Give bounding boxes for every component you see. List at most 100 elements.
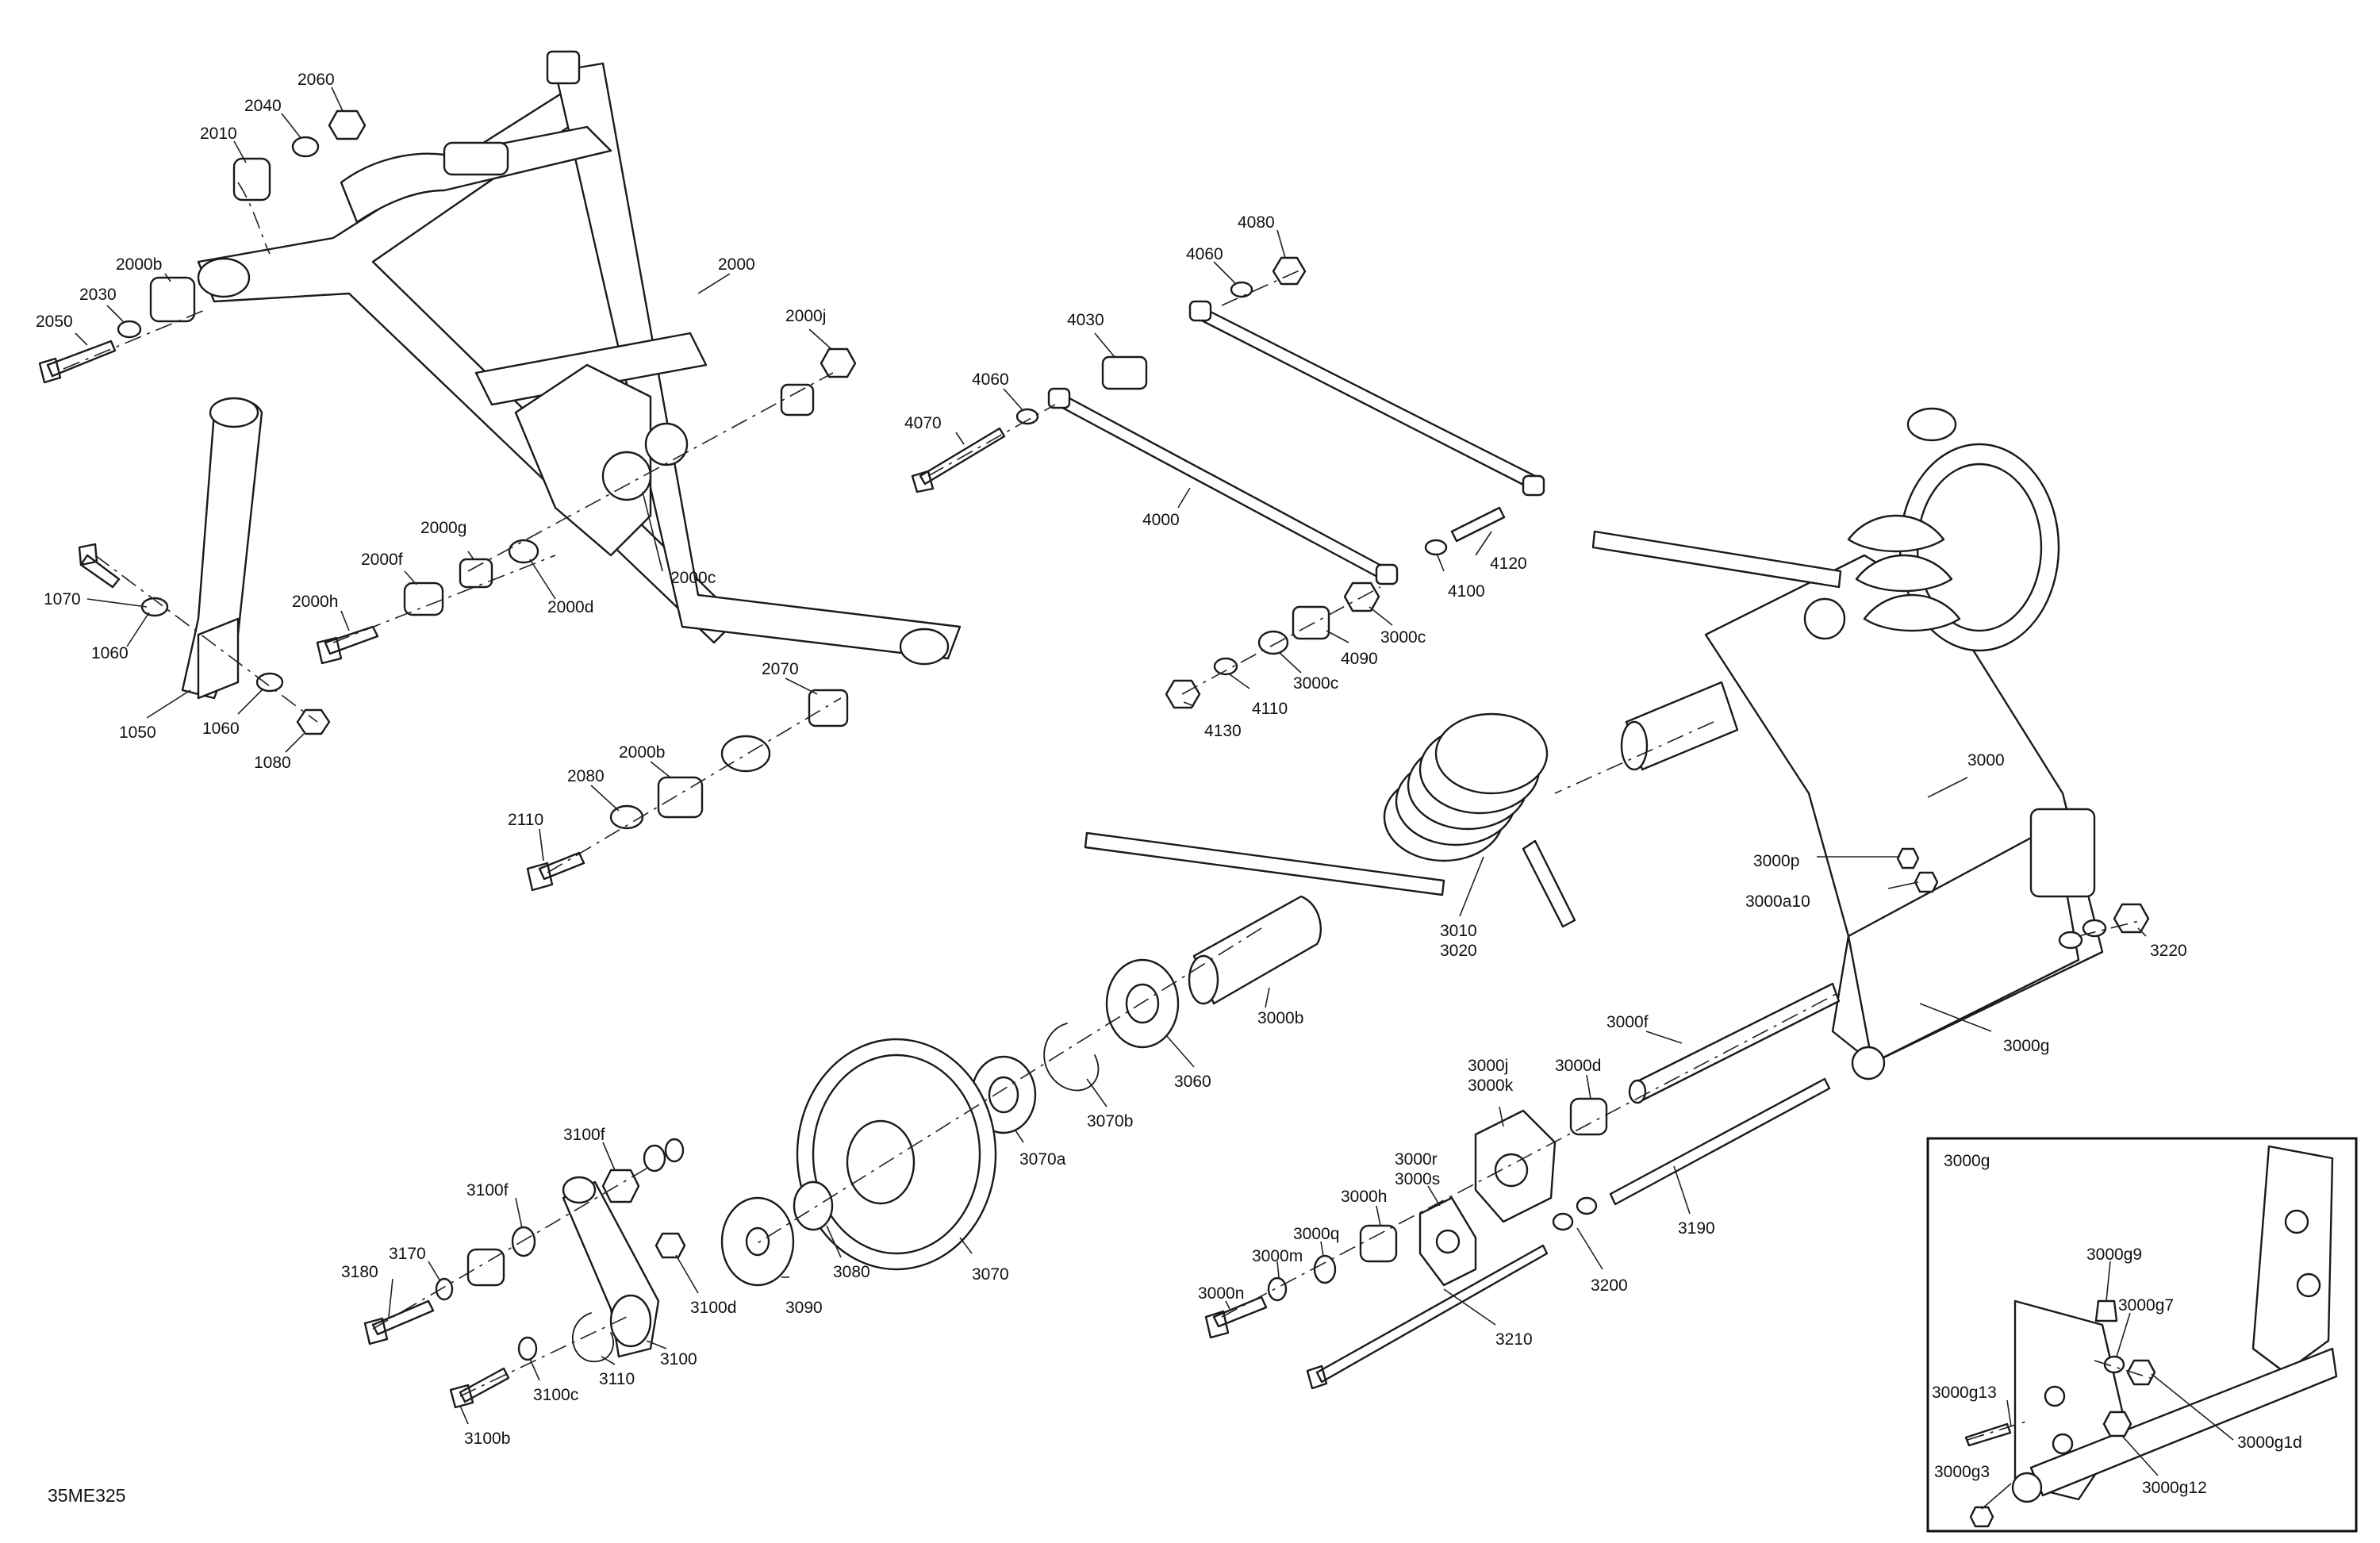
- callout-1050: 1050: [119, 724, 156, 742]
- washer-4060-a-icon: [1230, 281, 1253, 298]
- bolt-2000h-icon: [316, 625, 379, 665]
- washer-3000m-icon: [1267, 1276, 1288, 1302]
- spacer-4090-icon: [1292, 605, 1330, 640]
- callout-3070a: 3070a: [1019, 1150, 1066, 1169]
- bolt-4120-icon: [1450, 506, 1506, 543]
- grease-fitting-3000g9-icon: [2094, 1299, 2118, 1322]
- callout-1070: 1070: [44, 590, 81, 608]
- callout-2000d: 2000d: [547, 598, 593, 616]
- callout-1080: 1080: [254, 754, 291, 772]
- nut-3220-icon: [2113, 903, 2150, 934]
- callout-3200: 3200: [1591, 1276, 1628, 1295]
- washer-3200-b-icon: [1552, 1212, 1574, 1231]
- callout-3000d: 3000d: [1555, 1057, 1601, 1075]
- callout-3000r: 3000r: [1395, 1150, 1438, 1169]
- callout-2010: 2010: [200, 125, 237, 143]
- bushing-3000d-icon: [1569, 1097, 1608, 1136]
- callout-4030: 4030: [1067, 311, 1104, 329]
- callout-3000k: 3000k: [1468, 1077, 1514, 1095]
- bolt-3100b-icon: [449, 1367, 510, 1409]
- callout-2000h: 2000h: [292, 593, 338, 611]
- callout-3100: 3100: [660, 1350, 697, 1368]
- callout-3000f: 3000f: [1606, 1013, 1649, 1031]
- callout-3000c-b: 3000c: [1293, 674, 1338, 693]
- callout-3000g3: 3000g3: [1934, 1463, 1990, 1481]
- callout-2000c: 2000c: [670, 569, 716, 587]
- callout-3100b: 3100b: [464, 1430, 510, 1448]
- callout-3000g1d: 3000g1d: [2237, 1434, 2302, 1452]
- callout-1060-b: 1060: [202, 720, 240, 738]
- callout-2000j: 2000j: [785, 307, 826, 325]
- bushing-3000h-icon: [1359, 1224, 1398, 1263]
- washer-3100f-a3-icon: [664, 1138, 685, 1163]
- ring-3080-icon: [793, 1180, 834, 1231]
- bolt-4070-icon: [911, 427, 1006, 493]
- washer-4060-b-icon: [1015, 408, 1039, 425]
- washer-3220-a-icon: [2082, 919, 2107, 938]
- bushing-2000j-icon: [780, 383, 815, 416]
- nut-3100d-icon: [654, 1232, 686, 1259]
- callout-3100f-a: 3100f: [563, 1126, 605, 1144]
- spacer-4030-icon: [1101, 355, 1148, 390]
- bolt-2050-icon: [38, 340, 117, 384]
- callout-3000s: 3000s: [1395, 1170, 1440, 1188]
- callout-4130: 4130: [1204, 722, 1242, 740]
- swing-arm-assembly: [1554, 407, 2150, 1080]
- callout-2030: 2030: [79, 286, 117, 304]
- ring-3000q-icon: [1313, 1254, 1337, 1284]
- callout-3000b: 3000b: [1257, 1009, 1303, 1027]
- callout-2070: 2070: [762, 660, 799, 678]
- washer-3100f-b-icon: [511, 1226, 536, 1257]
- inset-title: 3000g: [1944, 1152, 1990, 1170]
- callout-4000: 4000: [1142, 511, 1180, 529]
- callout-2040: 2040: [244, 97, 282, 115]
- inset-3000g: [1926, 1137, 2358, 1533]
- callout-3000a10: 3000a10: [1745, 892, 1810, 911]
- callout-3100f-b: 3100f: [466, 1181, 509, 1199]
- callout-2000f: 2000f: [361, 551, 403, 569]
- nut-3000a10-icon: [1914, 871, 1939, 893]
- callout-labels: 2060 2040 2010 2000 2000b 2030 2050 2000…: [36, 71, 2302, 1506]
- callout-3020: 3020: [1440, 942, 1477, 960]
- washer-4100-icon: [1424, 539, 1448, 556]
- callout-2050: 2050: [36, 313, 73, 331]
- callout-3000h: 3000h: [1341, 1188, 1387, 1206]
- washer-3100f-a2-icon: [643, 1144, 666, 1173]
- a-arm-hardware: [38, 109, 857, 892]
- nut-4080-icon: [1272, 256, 1307, 286]
- callout-1060-a: 1060: [91, 644, 129, 662]
- rod-3210-icon: [1306, 1244, 1549, 1390]
- washer-2040-icon: [291, 136, 320, 158]
- nut-3000g12-icon: [2102, 1411, 2132, 1437]
- nut-3000g1d-icon: [2126, 1359, 2156, 1386]
- washer-1060-b-icon: [255, 672, 284, 693]
- washer-3100c-icon: [517, 1336, 538, 1361]
- bolt-3000n-icon: [1204, 1295, 1268, 1339]
- callout-4060-b: 4060: [972, 370, 1009, 389]
- washer-3000c-b-icon: [1257, 630, 1289, 655]
- idler-wheel-stack: [720, 895, 1322, 1287]
- callout-3060: 3060: [1174, 1073, 1211, 1091]
- callout-3000q: 3000q: [1293, 1225, 1339, 1243]
- tie-rods: [911, 256, 1545, 709]
- callout-3000j: 3000j: [1468, 1057, 1508, 1075]
- lower-shaft-stack: [1204, 982, 1841, 1390]
- torsion-spring: [1084, 712, 1576, 928]
- callout-2000: 2000: [718, 255, 755, 274]
- callout-4060-a: 4060: [1186, 245, 1223, 263]
- callout-2060: 2060: [298, 71, 335, 89]
- callout-2000g: 2000g: [420, 519, 466, 537]
- bushing-2010-icon: [232, 157, 271, 202]
- leader-lines: [75, 86, 2234, 1510]
- circlip-3070b-icon: [1043, 1023, 1100, 1092]
- callout-3080: 3080: [833, 1263, 870, 1281]
- washer-3170-icon: [435, 1277, 454, 1301]
- bushing-2000b-top-icon: [149, 276, 196, 323]
- callout-3010: 3010: [1440, 922, 1477, 940]
- nut-1080-icon: [296, 708, 331, 735]
- callout-3000c-a: 3000c: [1380, 628, 1426, 647]
- callout-3000g7: 3000g7: [2118, 1296, 2174, 1315]
- callout-2110: 2110: [508, 811, 543, 829]
- bolt-3180-icon: [363, 1299, 435, 1345]
